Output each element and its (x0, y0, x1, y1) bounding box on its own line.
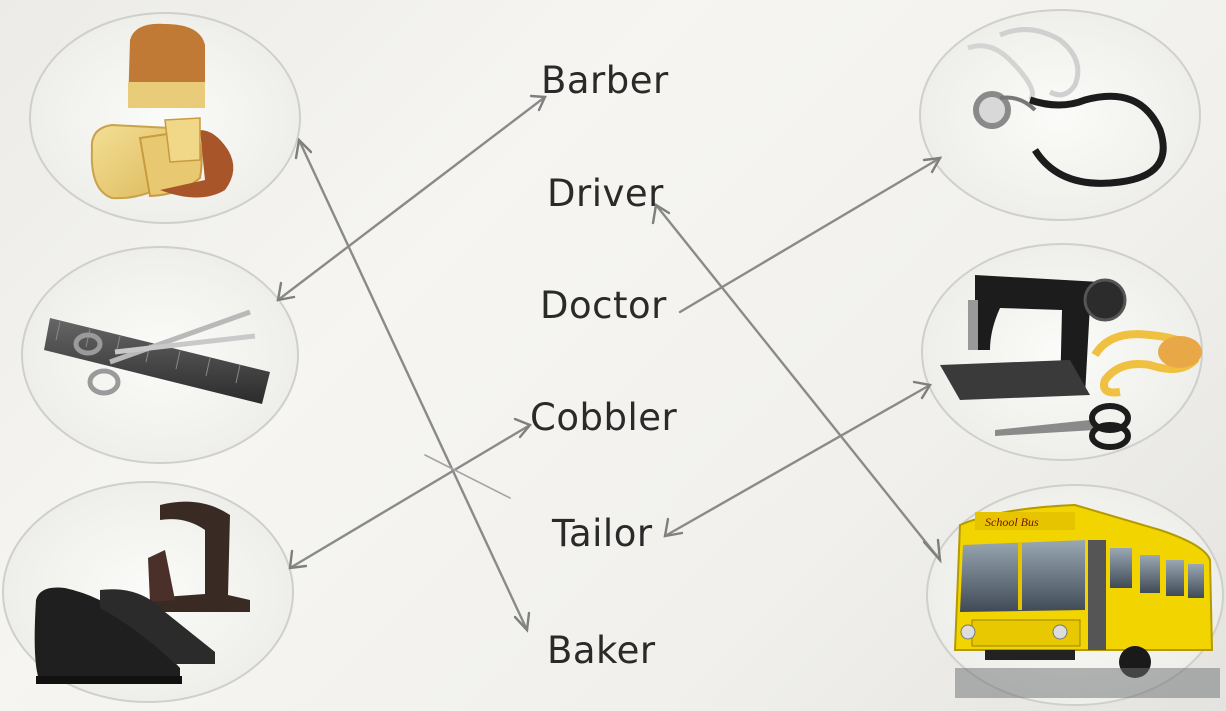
occupation-cobbler: Cobbler (530, 399, 677, 436)
occupation-doctor: Doctor (540, 287, 667, 324)
occupation-baker: Baker (547, 632, 656, 669)
occupation-barber: Barber (541, 62, 669, 99)
match-line-baker-bread (299, 140, 527, 630)
school-bus-sign: School Bus (985, 515, 1039, 529)
match-line-barber-comb (278, 97, 545, 300)
match-line-cobbler-shoes (290, 425, 530, 568)
match-line-driver-bus (656, 205, 940, 560)
occupation-tailor: Tailor (552, 515, 653, 552)
occupation-driver: Driver (547, 175, 664, 212)
match-line-tailor-sewing (665, 385, 930, 536)
match-line-doctor-stethoscope (680, 158, 940, 312)
